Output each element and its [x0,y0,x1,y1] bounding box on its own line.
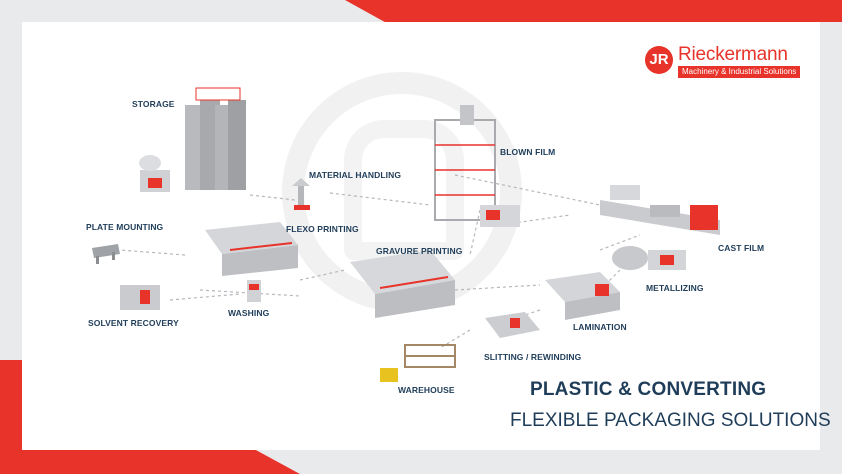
watermark-logo [344,120,464,260]
label-metallizing: METALLIZING [646,283,704,293]
label-gravure-printing: GRAVURE PRINTING [376,246,463,256]
lamination-machine [545,272,620,320]
brand-name: Rieckermann [678,44,788,65]
material-handling-unit [292,178,310,210]
brand-initials: JR [645,46,673,74]
label-warehouse: WAREHOUSE [398,385,455,395]
flow-arrow [599,269,621,291]
label-solvent-recovery: SOLVENT RECOVERY [88,318,179,328]
flow-arrow [469,209,481,256]
warehouse-shelves [380,344,456,382]
flow-arrow [299,269,346,281]
storage-silos [139,87,246,192]
flexo-printing-machine [205,222,298,276]
headline-subtitle: FLEXIBLE PACKAGING SOLUTIONS [510,410,831,431]
brand-tagline: Machinery & Industrial Solutions [678,66,801,78]
gravure-printing-machine [350,250,455,318]
label-flexo-printing: FLEXO PRINTING [286,224,359,234]
cast-film-line [600,185,720,235]
flow-arrow [119,249,186,256]
headline-title: PLASTIC & CONVERTING [530,379,767,400]
flow-arrow [249,194,296,201]
flow-arrow [169,293,241,301]
slitting-rewinding-machine [485,312,540,338]
flow-arrow [599,234,641,251]
brand-logo: JR Rieckermann Machinery & Industrial So… [645,44,801,78]
flow-arrow [454,174,601,206]
label-blown-film: BLOWN FILM [500,147,556,157]
label-washing: WASHING [228,308,270,318]
solvent-recovery-unit [120,285,160,310]
label-material-handling: MATERIAL HANDLING [309,170,402,180]
blown-film-line [434,105,520,227]
flow-arrow [454,284,541,291]
label-plate-mounting: PLATE MOUNTING [86,222,164,232]
metallizing-unit [612,246,686,270]
label-cast-film: CAST FILM [718,243,765,253]
plate-mounting-table [92,244,120,264]
red-banner-top [345,0,842,22]
washing-unit [247,280,261,302]
label-lamination: LAMINATION [573,322,627,332]
flow-arrow [329,192,431,206]
label-storage: STORAGE [132,99,175,109]
label-slitting-rewinding: SLITTING / REWINDING [484,352,582,362]
